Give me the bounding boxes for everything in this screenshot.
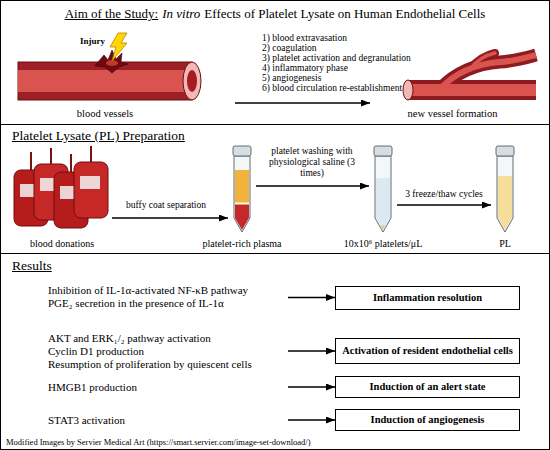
title-text: In vitro [162, 6, 200, 22]
step-caption: 10x10⁶ platelets/μL [344, 238, 423, 250]
platelet-pellet [381, 225, 386, 229]
arrow-label: 3 freeze/thaw cycles [401, 189, 487, 200]
tube-illustration [496, 146, 514, 232]
flow-arrow [256, 185, 369, 186]
node-text: AKT and ERK₁/₂ pathway activation [48, 332, 288, 345]
tube-cap [496, 146, 514, 156]
node-text: Inhibition of IL-1α-activated NF-κB path… [48, 284, 288, 297]
credit-note: Modified Images by Servier Medical Art (… [6, 437, 311, 447]
tube-cap [233, 146, 251, 156]
preparation-step: blood donations [12, 155, 112, 235]
node-text: STAT3 activation [48, 414, 288, 427]
effect-text: STAT3 activation [48, 413, 288, 427]
result-box: Induction of an alert state [335, 376, 520, 398]
tube-body [497, 156, 513, 232]
vessel-lumen [18, 70, 192, 92]
tube-cap [374, 146, 392, 156]
vessel-opening [187, 70, 197, 92]
flow-arrow [397, 204, 491, 205]
arrow-label: buffy coat separation [116, 200, 216, 211]
result-box: Inflammation resolution [335, 286, 520, 310]
vessel-wall [18, 62, 192, 100]
plasma-layer [235, 170, 249, 204]
section-heading: Platelet Lysate (PL) Preparation [12, 128, 185, 144]
bag-tag [80, 176, 100, 189]
injury-wound [95, 50, 128, 73]
blood-bag-illustration [14, 146, 108, 228]
tube-body [375, 156, 391, 232]
vessel-node: blood vessels [15, 35, 235, 120]
effect-text: Inhibition of IL-1α-activated NF-κB path… [48, 283, 288, 311]
result-box: Activation of resident endothelial cells [335, 338, 520, 364]
step-caption: blood donations [30, 238, 94, 250]
vessel-end [183, 62, 201, 100]
step-item: 6) blood circulation re-establishment [262, 83, 402, 93]
vessel-end [403, 80, 413, 100]
bag-tubing [70, 154, 72, 172]
vessel-lumen [470, 53, 495, 69]
node-text: PGE₂ secretion in the presence of IL-1α [48, 297, 288, 310]
vessel-lumen [440, 55, 536, 89]
blood-bag [74, 162, 108, 218]
tube-illustration [374, 146, 392, 232]
flow-arrow [288, 386, 335, 387]
node-text: HMGB1 production [48, 381, 288, 394]
title-line: Aim of the Study:In vitroEffects of Plat… [0, 6, 550, 22]
title-text: Effects of Platelet Lysate on Human Endo… [204, 6, 485, 22]
vessel-wall [408, 80, 536, 100]
bag-tubing [30, 152, 32, 170]
new-vessel-illustration [403, 53, 536, 100]
saline-layer [376, 178, 390, 230]
step-caption: PL [499, 238, 511, 250]
section-heading: Results [12, 258, 52, 274]
lightning-symbol [110, 33, 127, 61]
tube-illustration [233, 146, 251, 232]
flow-arrow [288, 419, 335, 420]
step-item: 4) inflammatory phase [262, 63, 348, 73]
preparation-step: 10x10⁶ platelets/μL [369, 146, 397, 235]
step-item: 5) angiogenesis [262, 73, 321, 83]
vessel-lumen [408, 84, 536, 96]
blood-vessel-illustration [18, 33, 201, 100]
flow-arrow [112, 217, 228, 218]
step-item: 3) platelet activation and degranulation [262, 53, 411, 63]
step-item: 2) coagulation [262, 43, 317, 53]
result-text: Induction of an alert state [369, 381, 485, 393]
injury-label: Injury [80, 36, 105, 46]
title-text: Aim of the Study: [65, 6, 159, 22]
section-separator [0, 124, 550, 125]
preparation-step: PL [491, 146, 519, 235]
section-separator [0, 253, 550, 254]
red-cell-layer [235, 204, 249, 230]
node-text: Resumption of proliferation by quiescent… [48, 358, 288, 371]
effect-text: AKT and ERK₁/₂ pathway activationCyclin … [48, 330, 288, 372]
node-text: new vessel formation [408, 108, 498, 120]
bag-tubing [50, 148, 52, 164]
tube-body [234, 156, 250, 232]
arrow-label: platelet washing with physiological sali… [264, 146, 360, 179]
preparation-step: platelet-rich plasma [228, 146, 256, 235]
flow-arrow [288, 297, 335, 298]
vessel-node: new vessel formation [370, 35, 535, 120]
step-caption: platelet-rich plasma [202, 238, 281, 250]
lysate-layer [498, 176, 512, 230]
step-item: 1) blood extravasation [262, 33, 347, 43]
effect-text: HMGB1 production [48, 380, 288, 394]
node-text: blood vessels [77, 108, 133, 120]
node-text: Cyclin D1 production [48, 345, 288, 358]
flow-arrow [235, 102, 370, 103]
result-text: Induction of angiogenesis [371, 414, 485, 426]
result-box: Induction of angiogenesis [335, 409, 520, 431]
result-text: Activation of resident endothelial cells [342, 345, 513, 357]
bag-tubing [90, 146, 92, 162]
buffy-coat-layer [235, 203, 249, 205]
result-text: Inflammation resolution [373, 292, 482, 304]
flow-arrow [288, 350, 335, 351]
